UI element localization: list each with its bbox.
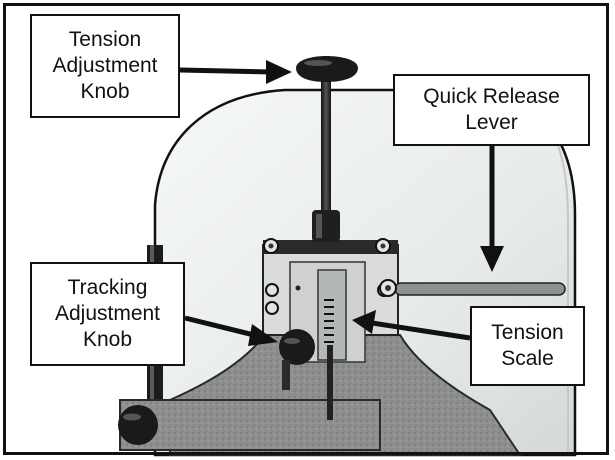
saw-blade [327, 345, 333, 420]
tension-scale-marks [324, 299, 334, 343]
callout-tracking-knob: Tracking Adjustment Knob [30, 262, 185, 366]
callout-line: Scale [501, 347, 554, 370]
callout-line: Lever [465, 111, 518, 134]
arrow-tension-scale [371, 320, 471, 341]
quick-release-lever [394, 282, 566, 296]
saw-arm [119, 399, 381, 451]
pointer-arrows [179, 60, 504, 346]
tension-knob [296, 56, 358, 82]
arrow-tracking-knob [184, 315, 259, 339]
callout-tension-scale: Tension Scale [470, 306, 585, 386]
callout-line: Tension [68, 28, 142, 51]
callout-line: Quick Release [423, 85, 560, 108]
callout-tension-knob: Tension Adjustment Knob [30, 14, 180, 118]
tracking-knob [279, 329, 315, 390]
crossbar [263, 240, 398, 254]
callout-quick-release: Quick Release Lever [393, 74, 590, 146]
callout-line: Adjustment [54, 302, 161, 325]
arm-knob [118, 405, 158, 445]
callout-line: Knob [82, 328, 133, 351]
callout-line: Adjustment [52, 54, 158, 77]
callout-line: Tracking [67, 276, 148, 299]
tension-rod [321, 78, 331, 213]
arrow-tension-knob [179, 67, 273, 75]
callout-line: Tension [491, 321, 564, 344]
callout-line: Knob [80, 80, 130, 103]
